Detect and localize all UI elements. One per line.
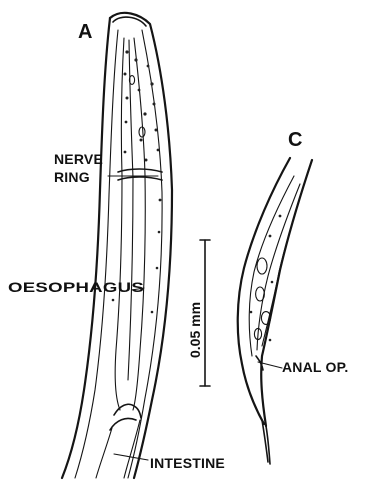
intestine-leader [114,454,148,460]
nerve-ring [118,169,162,180]
intestine-label: INTESTINE [150,455,225,471]
oesophagus-label: OESOPHAGUS [8,279,144,295]
specimen-c-inner-right-wall [262,178,306,346]
nerve-ring-label-line2: RING [54,169,90,185]
specimen-a [62,13,172,478]
nerve-ring-label-line1: NERVE [54,151,103,167]
specimen-c-tail-tip [262,420,270,464]
specimen-c [238,158,312,464]
specimen-a-outer-left-wall [62,18,110,478]
oesophagus-lumen [128,40,133,380]
intestine-left-edge [96,428,112,478]
anal-opening-label: ANAL OP. [282,359,348,375]
oesophagus-right-edge [133,38,145,410]
intestine-right-edge [124,420,140,478]
oesophago-intestinal-junction [110,404,141,430]
oesophagus-left-edge [115,38,124,410]
panel-label-a: A [78,21,92,43]
scale-bar-label: 0.05 mm [187,302,203,358]
scale-bar: 0.05 mm [187,240,210,386]
specimen-a-cell-stippling [112,50,162,313]
panel-label-c: C [288,129,302,151]
